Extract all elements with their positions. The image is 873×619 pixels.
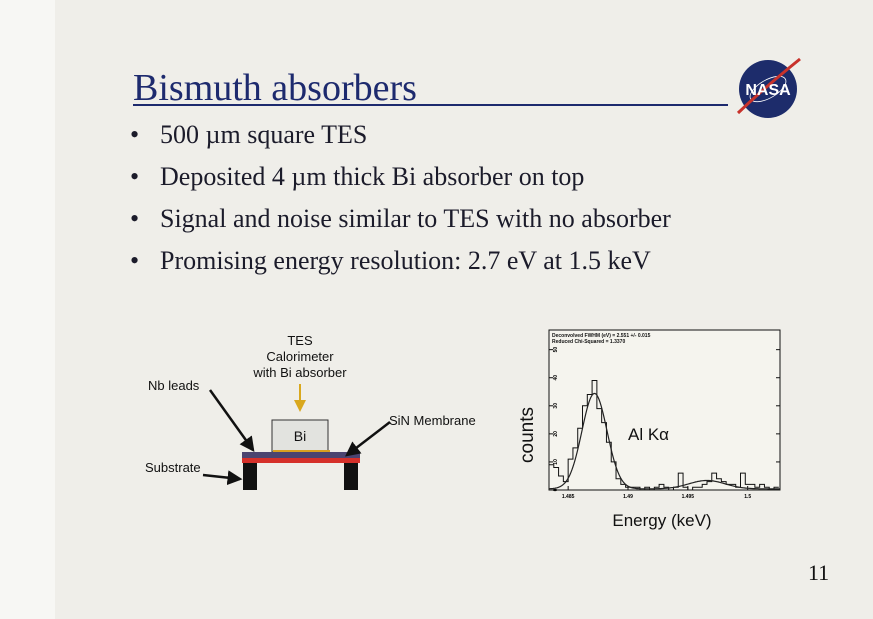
histogram-bin [621, 484, 626, 490]
x-tick-label: 1.49 [623, 494, 633, 500]
histogram-bin [587, 395, 592, 490]
x-axis-label: Energy (keV) [612, 511, 711, 530]
substrate-left [243, 463, 257, 490]
page-number: 11 [808, 560, 830, 585]
sin-membrane-label: SiN Membrane [389, 413, 476, 428]
y-tick-label: 50 [553, 347, 559, 353]
histogram-bin [602, 423, 607, 490]
y-tick-label: 30 [553, 403, 559, 409]
histogram-bin [678, 473, 683, 490]
bullet-list: 500 µm square TES Deposited 4 µm thick B… [130, 118, 671, 286]
fit-curve [549, 392, 780, 490]
histogram-bin [563, 482, 568, 490]
nb-leads-label: Nb leads [148, 378, 200, 393]
sin-membrane-arrow [345, 421, 391, 457]
x-tick-label: 1.5 [744, 494, 751, 500]
absorber-caption-label: with Bi absorber [253, 365, 347, 380]
plot-frame [548, 329, 781, 491]
bi-absorber-block [271, 419, 329, 453]
calorimeter-label: Calorimeter [266, 349, 334, 364]
nb-leads-layer [242, 452, 360, 458]
x-tick-label: 1.495 [682, 494, 695, 500]
histogram-bin [745, 484, 750, 490]
substrate-label: Substrate [145, 460, 201, 475]
title-underline [133, 104, 728, 106]
y-tick-label: 0 [553, 488, 559, 491]
histogram-bin [717, 479, 722, 490]
slide-title: Bismuth absorbers [133, 67, 417, 109]
nasa-logo: NASA [736, 57, 801, 118]
tes-label: TES [287, 333, 313, 348]
bullet-item: Deposited 4 µm thick Bi absorber on top [130, 160, 671, 202]
chi-squared-annotation: Reduced Chi-Squared = 1.3370 [552, 339, 625, 345]
substrate-right [344, 463, 358, 490]
histogram-bin [707, 482, 712, 490]
histogram-bin [592, 381, 597, 490]
peak-label: Al Kα [628, 425, 669, 444]
bullet-item: Promising energy resolution: 2.7 eV at 1… [130, 244, 671, 286]
histogram-bin [549, 465, 554, 490]
bullet-item: Signal and noise similar to TES with no … [130, 202, 671, 244]
bi-absorber-label: Bi [294, 428, 306, 444]
slide [55, 0, 873, 619]
nb-leads-arrow [208, 389, 255, 453]
bullet-item: 500 µm square TES [130, 118, 671, 160]
substrate-arrow [202, 470, 243, 486]
y-tick-label: 10 [553, 459, 559, 465]
y-tick-label: 40 [553, 375, 559, 381]
histogram-bin [554, 468, 559, 490]
y-tick-label: 20 [553, 431, 559, 437]
sin-membrane-layer [242, 458, 360, 463]
histogram-bin [616, 479, 621, 490]
y-axis-label: counts [517, 407, 538, 463]
x-tick-label: 1.485 [562, 494, 575, 500]
histogram-bin [559, 476, 564, 490]
nasa-logo-text: NASA [745, 82, 791, 99]
histogram-bin [702, 484, 707, 490]
fwhm-annotation: Deconvolved FWHM (eV) = 2.551 +/- 0.015 [552, 333, 651, 339]
histogram-bin [606, 442, 611, 490]
histogram-bin [597, 409, 602, 490]
